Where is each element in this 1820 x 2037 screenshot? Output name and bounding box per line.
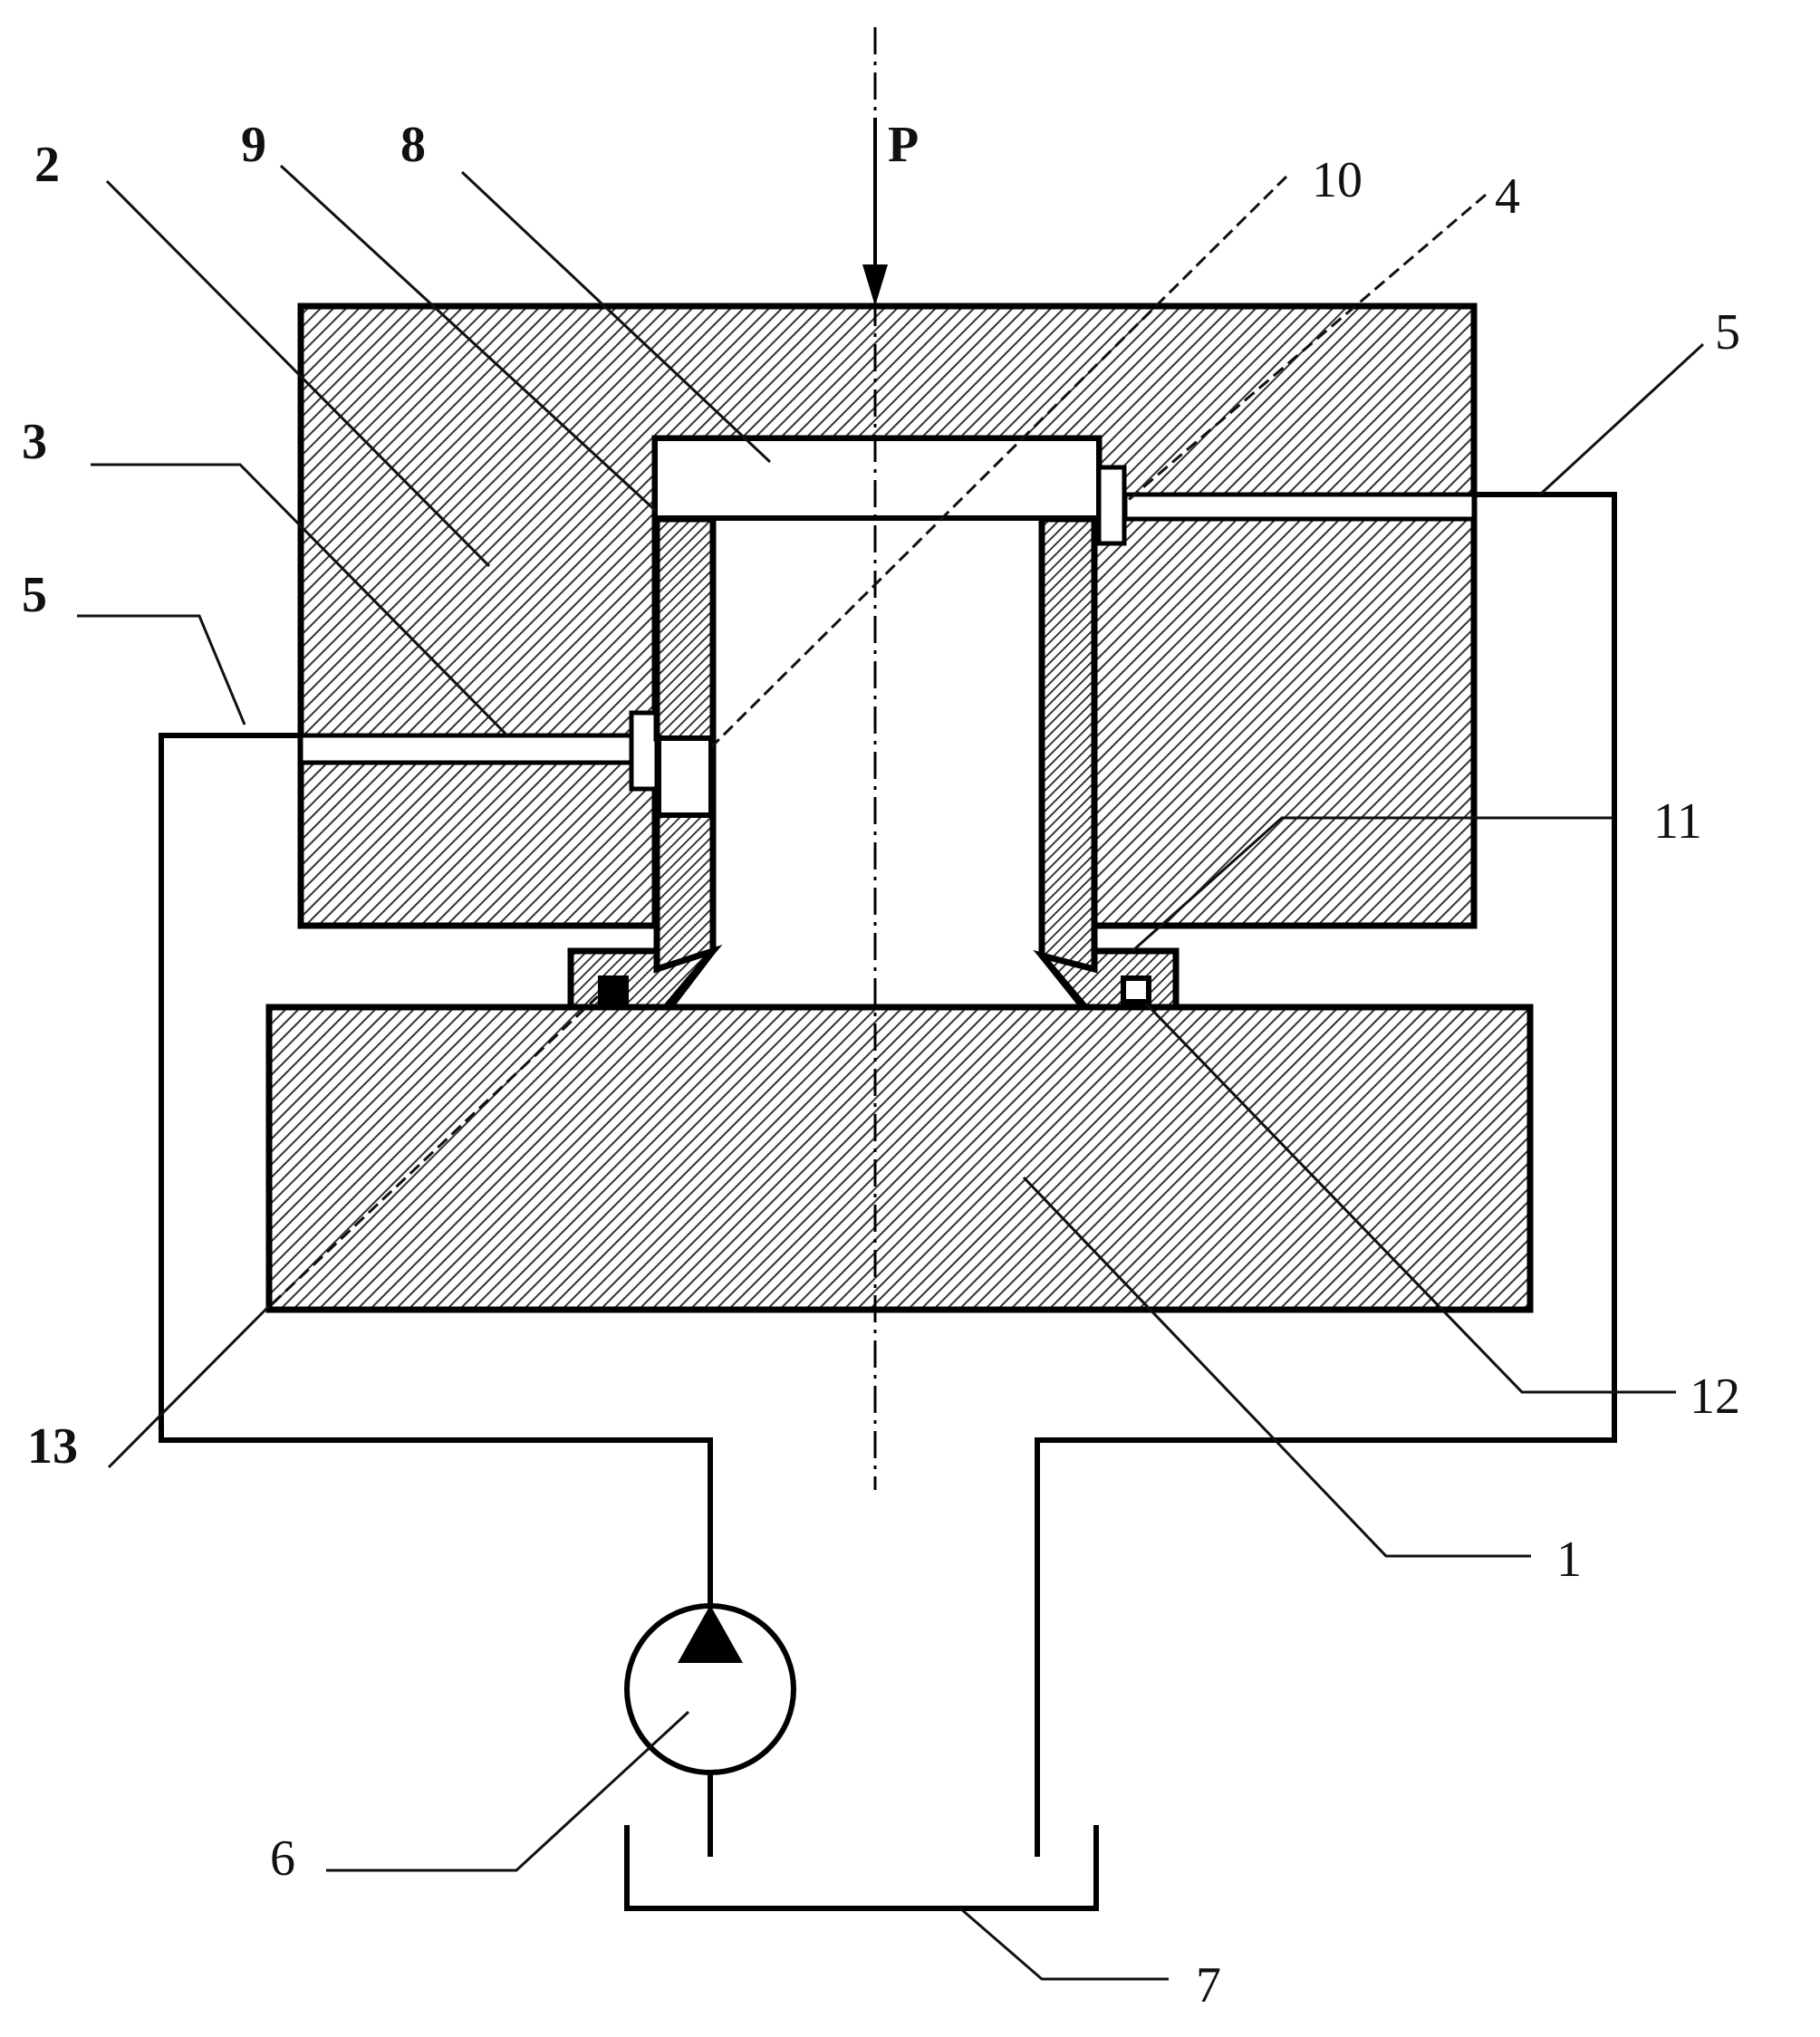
seal-slot-right <box>1099 467 1124 543</box>
label-13: 13 <box>27 1418 78 1475</box>
label-12: 12 <box>1690 1369 1740 1425</box>
tank <box>627 1825 1096 1908</box>
force-arrow <box>862 118 888 306</box>
seal-13 <box>598 975 629 1004</box>
label-2: 2 <box>34 137 60 193</box>
label-5-left: 5 <box>22 567 47 623</box>
label-9: 9 <box>241 117 266 173</box>
label-4: 4 <box>1495 168 1520 225</box>
label-6: 6 <box>270 1830 295 1887</box>
label-p: P <box>888 117 919 173</box>
label-8: 8 <box>400 117 426 173</box>
seal-slot-left <box>631 713 657 789</box>
pump <box>627 1605 794 1773</box>
cavity-8 <box>655 438 1099 518</box>
label-1: 1 <box>1556 1532 1582 1588</box>
central-sleeve <box>571 519 1176 1007</box>
label-11: 11 <box>1653 793 1702 850</box>
label-7: 7 <box>1196 1957 1221 2013</box>
upper-block <box>301 306 1474 926</box>
lower-block <box>269 1007 1530 1310</box>
opening-10 <box>659 738 711 815</box>
label-10: 10 <box>1312 152 1363 208</box>
label-3: 3 <box>22 414 47 470</box>
left-channel <box>301 735 631 763</box>
right-channel <box>1125 495 1474 519</box>
seal-12 <box>1123 978 1149 1002</box>
label-5-right: 5 <box>1715 304 1740 360</box>
